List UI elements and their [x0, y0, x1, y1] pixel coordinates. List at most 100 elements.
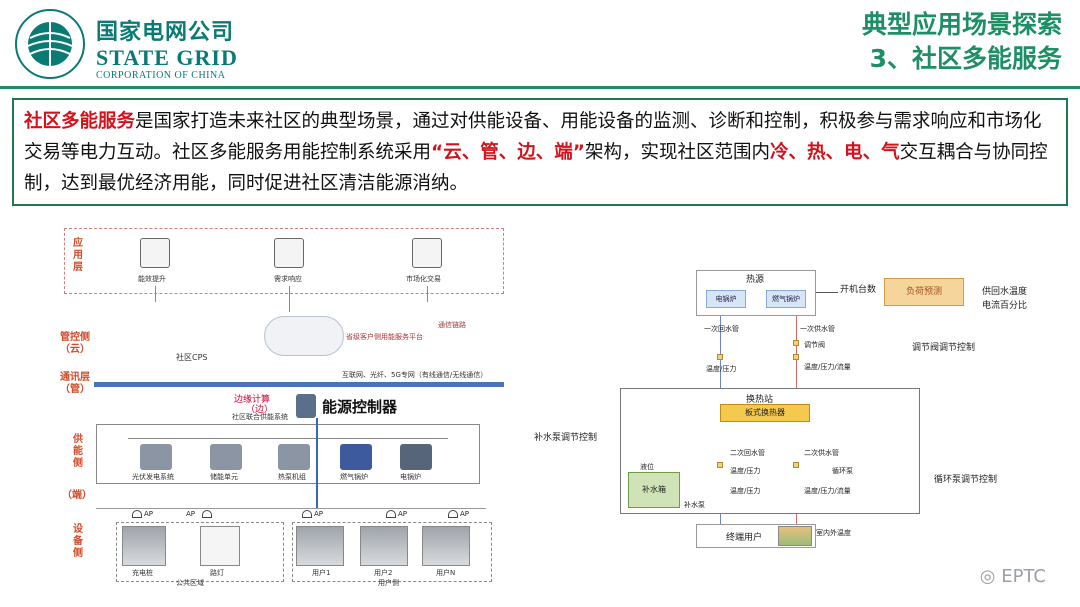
brand-name-cn: 国家电网公司	[96, 20, 235, 45]
highlight-edge: 边	[517, 142, 536, 163]
valve-control-label: 调节阀调节控制	[912, 343, 976, 353]
control-valve-icon	[793, 340, 799, 346]
wechat-icon: ◎	[979, 566, 996, 587]
separator: 、	[498, 142, 518, 163]
separator: 、	[825, 142, 845, 163]
unit-count-label: 开机台数	[840, 285, 877, 295]
highlight-community-service: 社区多能服务	[24, 111, 136, 132]
app-layer-label: 应用层	[73, 238, 83, 273]
current-split-label: 电流百分比	[982, 301, 1028, 311]
supply-layer-sub-label: （端）	[62, 490, 92, 501]
circ-pump-label: 循环泵	[832, 467, 853, 475]
primary-return-label: 一次回水管	[704, 325, 739, 333]
heating-control-diagram: 热源 电锅炉 燃气锅炉 开机台数 负荷预测 供回水温度 电流百分比 一次回水管 …	[520, 262, 1060, 557]
description-text-2: 架构，实现社区范围内	[584, 142, 770, 163]
station-label: 换热站	[746, 395, 774, 405]
electric-boiler-button: 电锅炉	[706, 290, 746, 308]
mgmt-layer-label-a: 管控侧	[60, 332, 90, 343]
device-light-label: 路灯	[210, 569, 224, 577]
app-efficiency-label: 能效提升	[138, 275, 166, 283]
secondary-supply-label: 二次供水管	[804, 449, 839, 457]
supply-heat-pump-label: 热泵机组	[278, 473, 306, 481]
public-area-zone	[116, 522, 284, 582]
ap-label: AP	[398, 510, 408, 518]
connector-line	[289, 286, 290, 312]
edge-compute-label: 边缘计算	[234, 395, 271, 405]
controller-icon	[296, 394, 316, 418]
connector-line	[427, 286, 428, 302]
arrow-line	[816, 292, 838, 293]
comm-layer-label-b: （管）	[60, 384, 90, 395]
demand-response-icon	[274, 238, 304, 268]
level-label: 液位	[640, 463, 654, 471]
gas-boiler-icon	[340, 444, 372, 470]
watermark-text: EPTC	[1001, 566, 1046, 587]
comm-layer-label: 通讯层（管）	[58, 372, 92, 396]
slide-title-line1: 典型应用场景探索	[861, 10, 1062, 39]
communication-bus	[94, 382, 504, 387]
separator: 、	[862, 142, 882, 163]
slide-title-line2: 3、社区多能服务	[869, 44, 1062, 73]
street-light-photo	[200, 526, 240, 566]
device-user1-label: 用户1	[312, 569, 331, 577]
station-temp-pressure-label-2: 温度/压力	[730, 487, 761, 495]
header-rule	[0, 86, 1080, 89]
edge-label: （边）	[246, 405, 274, 415]
gas-boiler-button: 燃气锅炉	[766, 290, 806, 308]
supply-return-temp-label: 供回水温度	[982, 287, 1028, 297]
highlight-heat: 热	[807, 142, 826, 163]
control-valve-label: 调节阀	[804, 341, 825, 349]
supply-storage-label: 储能单元	[210, 473, 238, 481]
station-temp-pressure-flow-label: 温度/压力/流量	[804, 487, 851, 495]
temp-pressure-flow-label: 温度/压力/流量	[804, 363, 851, 371]
device-user2-label: 用户2	[374, 569, 393, 577]
ap-icon	[448, 510, 458, 518]
highlight-electricity: 电	[844, 142, 863, 163]
secondary-return-label: 二次回水管	[730, 449, 765, 457]
efficiency-icon	[140, 238, 170, 268]
makeup-tank-box: 补水箱	[628, 472, 680, 508]
plate-hx-box: 板式换热器	[720, 404, 810, 422]
slide-title: 典型应用场景探索 3、社区多能服务	[862, 8, 1062, 76]
description-text-1: 是国家打造未来社区的典型场景，通过对供能设备、用能设备的监测、诊断和控制，积极参…	[24, 111, 1042, 163]
joint-system-label: 社区联合供能系统	[232, 413, 288, 421]
market-trade-icon	[412, 238, 442, 268]
mgmt-layer-label-b: （云）	[60, 344, 90, 355]
ap-label: AP	[186, 510, 196, 518]
watermark: ◎ EPTC	[980, 566, 1046, 587]
ap-label: AP	[460, 510, 470, 518]
controller-bus-line	[316, 418, 318, 508]
ap-label: AP	[144, 510, 154, 518]
brand-name-en: STATE GRID	[96, 45, 238, 70]
load-forecast-box: 负荷预测	[884, 278, 964, 306]
user1-photo	[296, 526, 344, 566]
highlight-pipe: 管	[480, 142, 499, 163]
separator: 、	[788, 142, 808, 163]
description-text-3: 交互耦合与协同控制，达到最优经济用能，同时促进社区清洁能源消纳。	[24, 142, 1048, 194]
quote-close: ”	[572, 142, 585, 163]
app-market-label: 市场化交易	[406, 275, 441, 283]
supply-pv-label: 光伏发电系统	[132, 473, 174, 481]
device-layer-label: 设备侧	[73, 524, 83, 559]
comm-layer-label-a: 通讯层	[60, 372, 90, 383]
supply-electric-boiler-label: 电锅炉	[400, 473, 421, 481]
charger-photo	[122, 526, 166, 566]
highlight-gas: 气	[881, 142, 900, 163]
heat-source-label: 热源	[746, 275, 765, 285]
users-icon	[778, 526, 812, 546]
user-side-label: 用户侧	[378, 579, 399, 587]
connector-line	[155, 286, 156, 302]
platform-label: 省级客户侧用能服务平台	[346, 333, 423, 341]
sensor-icon	[717, 354, 723, 360]
heat-pump-icon	[278, 444, 310, 470]
indoor-temp-label: 室内外温度	[816, 529, 851, 537]
app-demand-response-label: 需求响应	[274, 275, 302, 283]
station-temp-pressure-label: 温度/压力	[730, 467, 761, 475]
highlight-cloud: 云	[443, 142, 462, 163]
ap-icon	[202, 510, 212, 518]
brand-block: 国家电网公司 STATE GRID CORPORATION OF CHINA	[96, 14, 238, 81]
highlight-cold: 冷	[769, 142, 789, 163]
sensor-icon	[793, 354, 799, 360]
cps-label: 社区CPS	[176, 353, 208, 362]
device-bus-line	[96, 508, 486, 509]
